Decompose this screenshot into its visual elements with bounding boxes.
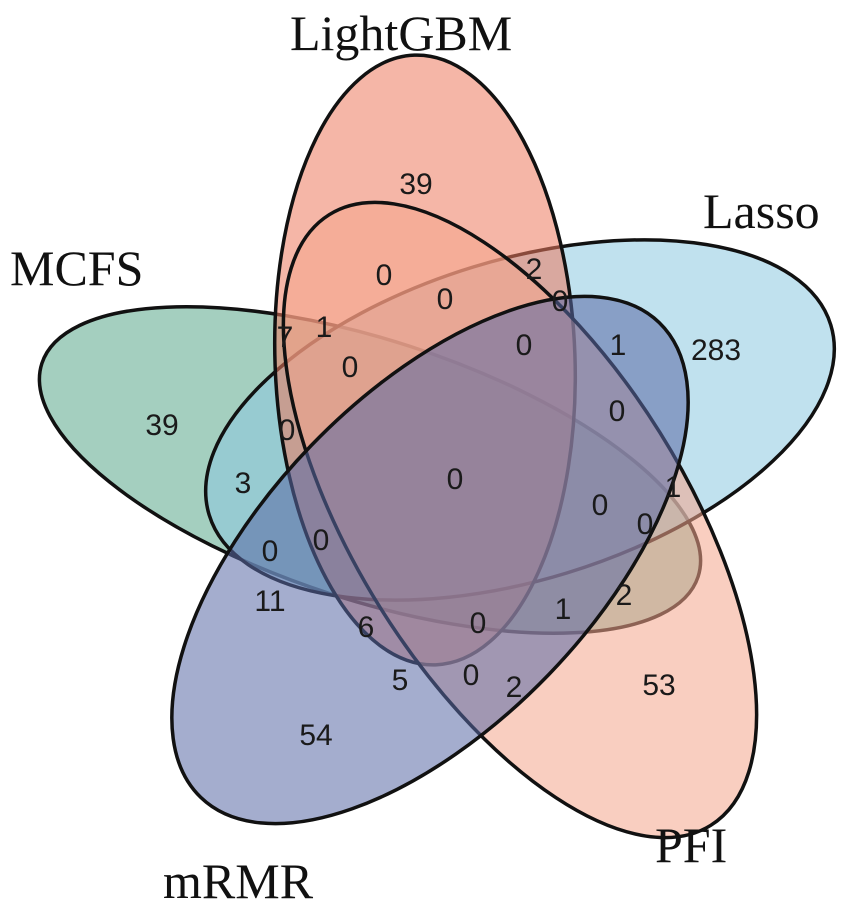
count-mrmr-only: 54 <box>299 719 332 752</box>
count-region-p: 1 <box>665 471 682 504</box>
count-region-u: 6 <box>358 611 375 644</box>
count-region-c: 0 <box>437 283 454 316</box>
set-label-lightgbm: LightGBM <box>290 5 512 61</box>
count-region-z: 2 <box>506 671 523 704</box>
count-mcfs-only: 39 <box>145 409 178 442</box>
count-region-r: 0 <box>262 535 279 568</box>
count-region-x: 5 <box>392 664 409 697</box>
region-counts: 39 283 39 54 53 0 2 0 0 0 1 7 1 0 0 0 3 … <box>145 168 741 752</box>
count-region-v: 0 <box>470 607 487 640</box>
count-region-q: 0 <box>313 524 330 557</box>
set-ellipses <box>37 53 837 840</box>
count-region-n: 0 <box>592 489 609 522</box>
count-lasso-only: 283 <box>691 334 741 367</box>
set-label-pfi: PFI <box>655 817 727 873</box>
count-region-i: 0 <box>342 351 359 384</box>
count-region-l: 3 <box>235 467 252 500</box>
count-region-g: 7 <box>277 321 294 354</box>
set-label-lasso: Lasso <box>703 183 820 239</box>
count-pfi-only: 53 <box>642 669 675 702</box>
count-region-f: 1 <box>610 329 627 362</box>
count-region-t: 2 <box>616 579 633 612</box>
count-region-y: 0 <box>463 659 480 692</box>
count-region-j: 0 <box>609 395 626 428</box>
count-region-h: 1 <box>316 311 333 344</box>
count-region-a: 0 <box>376 259 393 292</box>
set-label-mrmr: mRMR <box>163 853 314 906</box>
count-region-d: 0 <box>552 285 569 318</box>
count-region-o: 0 <box>637 508 654 541</box>
count-region-k: 0 <box>279 414 296 447</box>
count-region-e: 0 <box>516 329 533 362</box>
count-lightgbm-only: 39 <box>399 168 432 201</box>
count-region-m: 0 <box>447 463 464 496</box>
ellipse-mrmr <box>170 294 690 826</box>
set-labels: LightGBM Lasso MCFS mRMR PFI <box>10 5 820 906</box>
count-region-s: 11 <box>254 585 285 618</box>
count-region-w: 1 <box>555 593 572 626</box>
count-region-b: 2 <box>526 253 543 286</box>
set-label-mcfs: MCFS <box>10 240 143 296</box>
